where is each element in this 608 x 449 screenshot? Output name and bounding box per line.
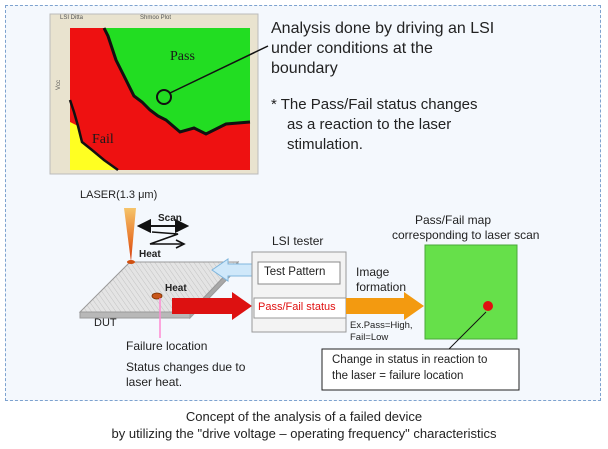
heat-label-mid: Heat [165, 283, 187, 294]
shmoo-pass-label: Pass [170, 49, 195, 64]
laser-beam [124, 208, 136, 262]
annotation-line-2: under conditions at the [271, 40, 433, 57]
shmoo-fail-edge-line [68, 99, 119, 172]
boundary-marker-circle [156, 89, 172, 105]
shmoo-fail-label: Fail [92, 132, 114, 147]
image-formation-line-1: Image [356, 265, 390, 279]
map-title-line-2: corresponding to laser scan [392, 228, 540, 242]
callout-box [321, 348, 520, 391]
image-formation-line-2: formation [356, 280, 407, 294]
annotation-note-1: * The Pass/Fail status changes [271, 96, 478, 113]
heat-spot-failure [151, 292, 163, 300]
annotation-line-3: boundary [271, 60, 338, 77]
laser-label: LASER(1.3 μm) [80, 189, 158, 201]
shmoo-marginal-region [70, 122, 118, 170]
map-title-line-1: Pass/Fail map [415, 213, 492, 227]
callout-pointer-line [447, 311, 487, 351]
shmoo-boundary-line [102, 27, 251, 136]
pass-fail-map [424, 244, 518, 340]
shmoo-header-center: Shmoo Plot [140, 15, 172, 21]
heat-label-top: Heat [139, 249, 161, 260]
annotation-note-2: as a reaction to the laser [287, 116, 452, 133]
status-change-line-1: Status changes due to [126, 360, 246, 374]
test-pattern-box [257, 261, 341, 285]
shmoo-pass-region [104, 28, 250, 134]
status-red-arrow [172, 292, 252, 320]
annotation-leader-line [169, 45, 269, 94]
lsi-tester-label: LSI tester [272, 234, 324, 248]
status-change-line-2: laser heat. [126, 375, 183, 389]
failure-dot [483, 301, 493, 311]
failure-location-label: Failure location [126, 339, 208, 353]
scan-arrow-icon [136, 218, 190, 249]
status-label: Pass/Fail status [258, 301, 336, 313]
annotation-line-1: Analysis done by driving an LSI [271, 20, 495, 37]
dut-label: DUT [94, 317, 117, 329]
example-line-1: Ex.Pass=High, [350, 320, 413, 331]
image-formation-arrow [346, 292, 424, 320]
scan-label: Scan [158, 213, 182, 224]
example-line-2: Fail=Low [350, 332, 389, 343]
test-pattern-label: Test Pattern [264, 266, 326, 278]
shmoo-plot [49, 13, 269, 175]
callout-line-2: the laser = failure location [332, 370, 464, 382]
caption-line-1: Concept of the analysis of a failed devi… [185, 409, 423, 424]
shmoo-ylabel: Vcc [56, 79, 62, 90]
caption-line-2: by utilizing the "drive voltage – operat… [111, 426, 497, 441]
annotation-note-3: stimulation. [287, 136, 363, 153]
callout-line-1: Change in status in reaction to [332, 354, 488, 366]
shmoo-header: LSI Ditta [60, 15, 84, 21]
